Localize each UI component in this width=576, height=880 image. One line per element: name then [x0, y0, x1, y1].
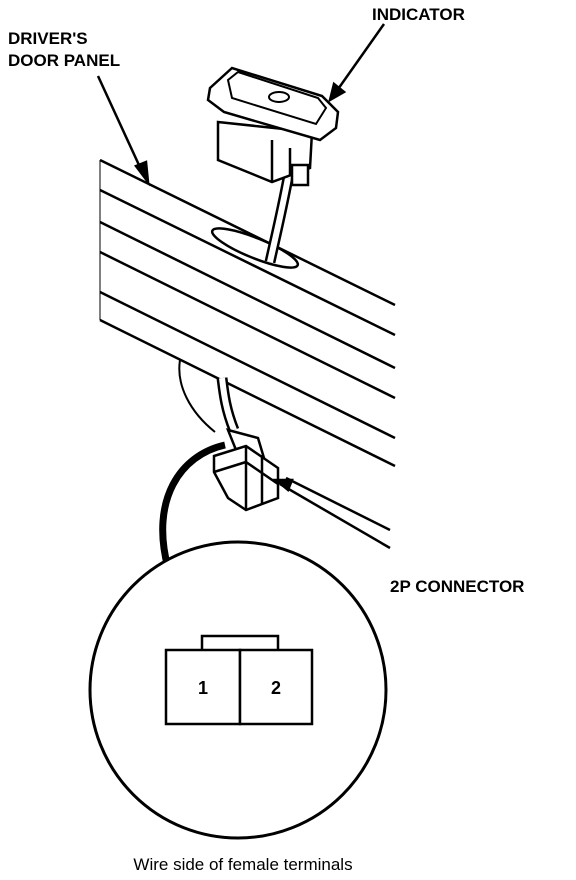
two-pin-connector — [212, 428, 280, 512]
leader-lines — [96, 23, 391, 550]
indicator-switch — [206, 66, 340, 187]
terminal-cell-2 — [238, 648, 314, 726]
terminal-2-label: 2 — [271, 678, 281, 698]
door-panel-label-line2: DOOR PANEL — [8, 51, 120, 70]
callout-arc — [159, 441, 226, 569]
indicator-lens — [268, 91, 290, 103]
terminal-1-label: 1 — [198, 678, 208, 698]
connector-label: 2P CONNECTOR — [390, 577, 524, 596]
terminal-face — [164, 634, 314, 726]
indicator-label: INDICATOR — [372, 5, 465, 24]
terminal-cell-1 — [164, 648, 242, 726]
caption: Wire side of female terminals — [133, 855, 352, 874]
door-panel-label-line1: DRIVER'S — [8, 29, 88, 48]
door-panel — [99, 158, 396, 468]
